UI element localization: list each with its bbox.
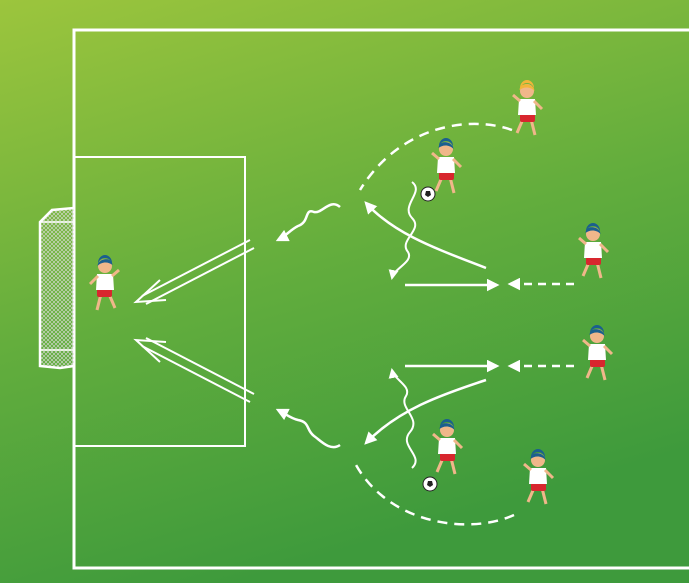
soccer-ball-icon (422, 476, 438, 492)
shot-arrow-bottom (133, 337, 255, 403)
player-icon (432, 419, 464, 475)
player-icon (431, 138, 463, 194)
player-icon (88, 255, 120, 311)
player-icon (512, 80, 544, 136)
dribble-arrow-bottom (275, 408, 341, 449)
soccer-ball-icon (420, 186, 436, 202)
dribble-path-top (388, 181, 417, 280)
goal-net-icon (38, 206, 75, 370)
dribble-arrow-top (275, 203, 341, 242)
dribble-path-bottom (388, 368, 417, 469)
player-icon (523, 449, 555, 505)
penalty-box (74, 156, 246, 447)
player-icon (578, 223, 610, 279)
shot-arrow-top (133, 239, 255, 305)
run-path-bottom (354, 464, 515, 526)
players-layer (88, 80, 614, 505)
player-icon (582, 325, 614, 381)
pass-return-bottom (364, 378, 487, 445)
pass-return-top (364, 201, 487, 270)
